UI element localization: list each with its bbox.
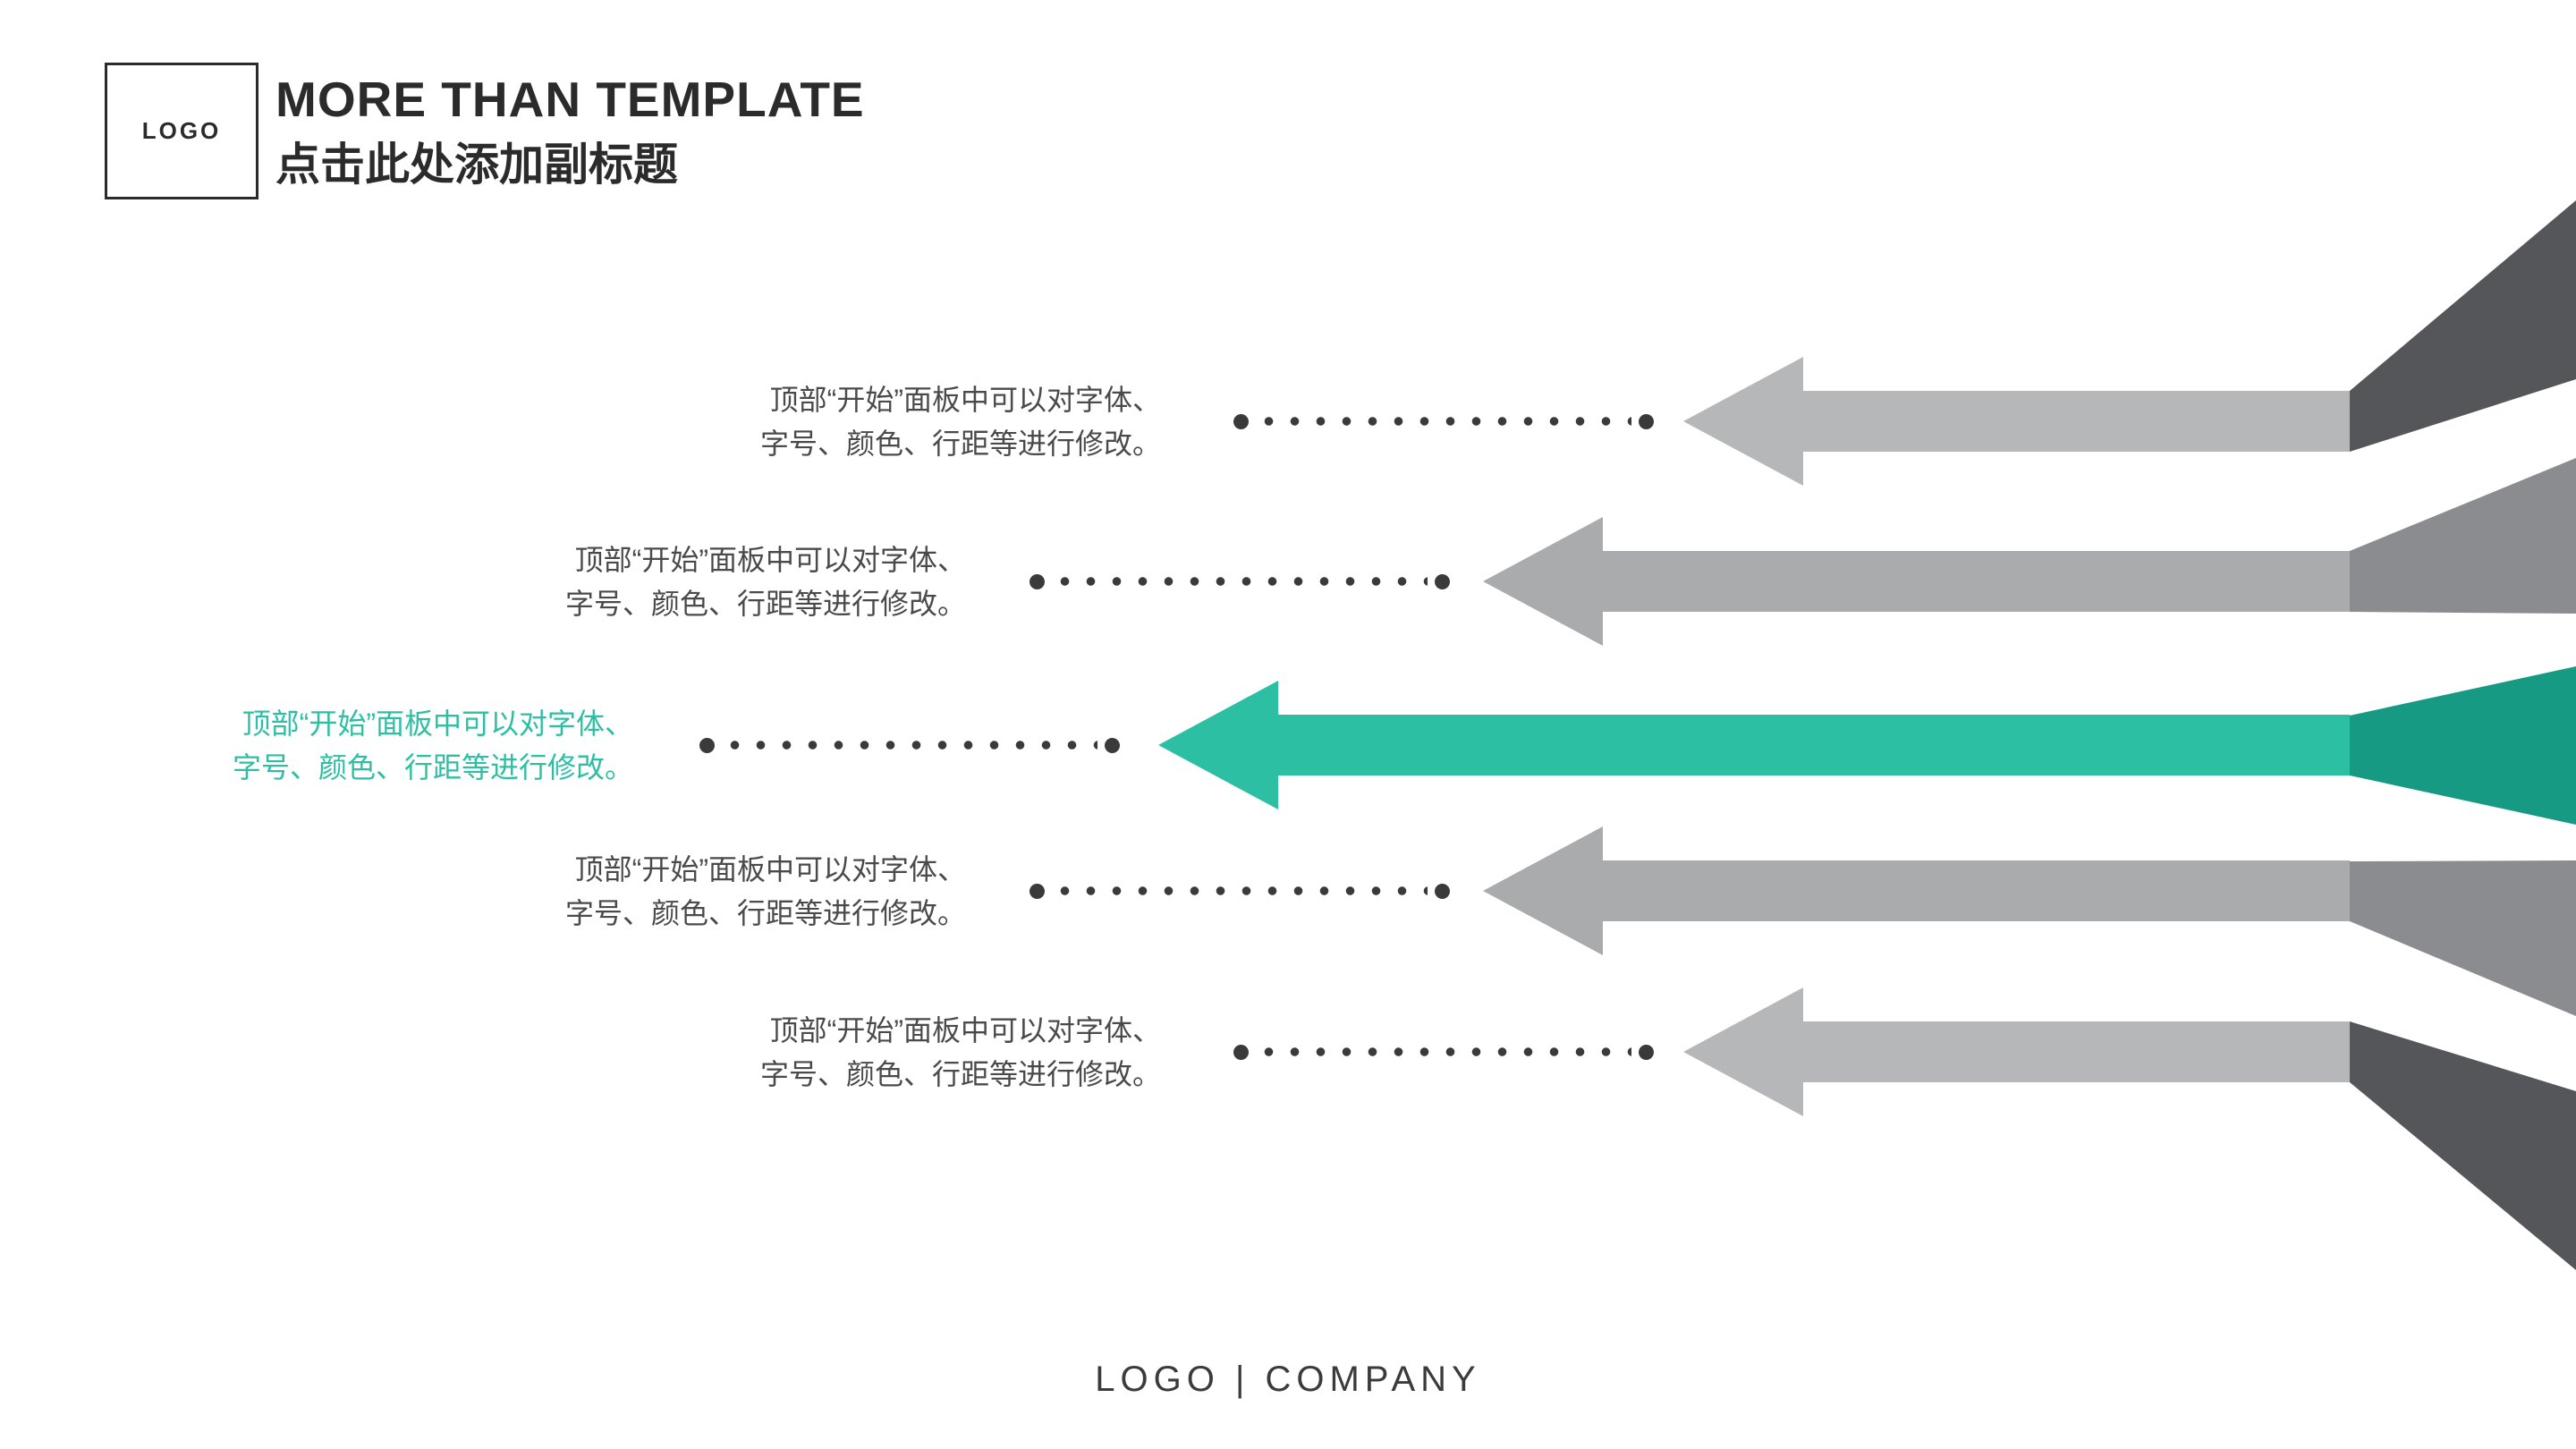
- connector-end-dot: [1435, 573, 1450, 589]
- arrow-head-icon: [1683, 987, 1803, 1116]
- arrow-tail-ribbon-4: [2350, 860, 2576, 1016]
- row-description-2-line1: 顶部“开始”面板中可以对字体、: [574, 544, 966, 576]
- row-description-1-line2: 字号、颜色、行距等进行修改。: [759, 428, 1161, 460]
- left-arrow-2: [1483, 517, 2350, 646]
- connector-end-dot: [1639, 1044, 1654, 1060]
- row-description-4-line2: 字号、颜色、行距等进行修改。: [564, 897, 966, 929]
- connector-end-dot: [1105, 737, 1120, 753]
- slide-title: MORE THAN TEMPLATE: [275, 72, 865, 127]
- row-description-2: 顶部“开始”面板中可以对字体、 字号、颜色、行距等进行修改。: [537, 538, 966, 626]
- row-description-2-line2: 字号、颜色、行距等进行修改。: [564, 588, 966, 620]
- connector-start-dot: [699, 737, 715, 753]
- slide-subtitle: 点击此处添加副标题: [275, 140, 678, 190]
- arrow-tail-ribbon-1: [2350, 200, 2576, 452]
- arrow-head-icon: [1483, 517, 1603, 646]
- arrow-shaft: [1603, 860, 2350, 921]
- arrow-shaft: [1803, 391, 2350, 452]
- row-description-3-line1: 顶部“开始”面板中可以对字体、: [242, 708, 633, 740]
- connector-dotted-line: [1256, 1044, 1631, 1060]
- row-description-1: 顶部“开始”面板中可以对字体、 字号、颜色、行距等进行修改。: [732, 378, 1161, 466]
- connector-end-dot: [1639, 413, 1654, 429]
- row-description-4: 顶部“开始”面板中可以对字体、 字号、颜色、行距等进行修改。: [537, 848, 966, 936]
- dotted-connector-4: [1030, 883, 1450, 899]
- dotted-connector-3: [699, 737, 1120, 753]
- row-description-5-line2: 字号、颜色、行距等进行修改。: [759, 1058, 1161, 1090]
- connector-dotted-line: [1052, 883, 1428, 899]
- arrow-tail-ribbon-5: [2350, 1021, 2576, 1270]
- connector-start-dot: [1233, 1044, 1249, 1060]
- connector-dotted-line: [1256, 413, 1631, 429]
- left-arrow-1: [1683, 357, 2350, 486]
- left-arrow-4: [1483, 826, 2350, 955]
- row-description-3-line2: 字号、颜色、行距等进行修改。: [232, 751, 633, 784]
- connector-start-dot: [1030, 573, 1045, 589]
- arrow-head-icon: [1483, 826, 1603, 955]
- left-arrow-3-highlighted: [1158, 681, 2350, 809]
- logo-box: LOGO: [105, 63, 258, 199]
- arrow-tail-ribbon-2: [2350, 458, 2576, 614]
- row-description-3-highlighted: 顶部“开始”面板中可以对字体、 字号、颜色、行距等进行修改。: [204, 702, 633, 790]
- row-description-5: 顶部“开始”面板中可以对字体、 字号、颜色、行距等进行修改。: [732, 1009, 1161, 1097]
- connector-dotted-line: [722, 737, 1097, 753]
- dotted-connector-1: [1233, 413, 1654, 429]
- dotted-connector-2: [1030, 573, 1450, 589]
- dotted-connector-5: [1233, 1044, 1654, 1060]
- arrow-shaft: [1803, 1021, 2350, 1082]
- connector-dotted-line: [1052, 573, 1428, 589]
- arrow-tail-ribbon-3: [2350, 666, 2576, 825]
- connector-end-dot: [1435, 883, 1450, 899]
- row-description-5-line1: 顶部“开始”面板中可以对字体、: [769, 1014, 1161, 1046]
- arrow-head-icon: [1683, 357, 1803, 486]
- row-description-4-line1: 顶部“开始”面板中可以对字体、: [574, 853, 966, 886]
- row-description-1-line1: 顶部“开始”面板中可以对字体、: [769, 384, 1161, 416]
- connector-start-dot: [1233, 413, 1249, 429]
- arrow-shaft: [1278, 715, 2350, 775]
- logo-text: LOGO: [141, 117, 222, 144]
- arrow-shaft: [1603, 551, 2350, 612]
- left-arrow-5: [1683, 987, 2350, 1116]
- footer-text: LOGO | COMPANY: [1095, 1360, 1481, 1399]
- arrow-head-icon: [1158, 681, 1278, 809]
- connector-start-dot: [1030, 883, 1045, 899]
